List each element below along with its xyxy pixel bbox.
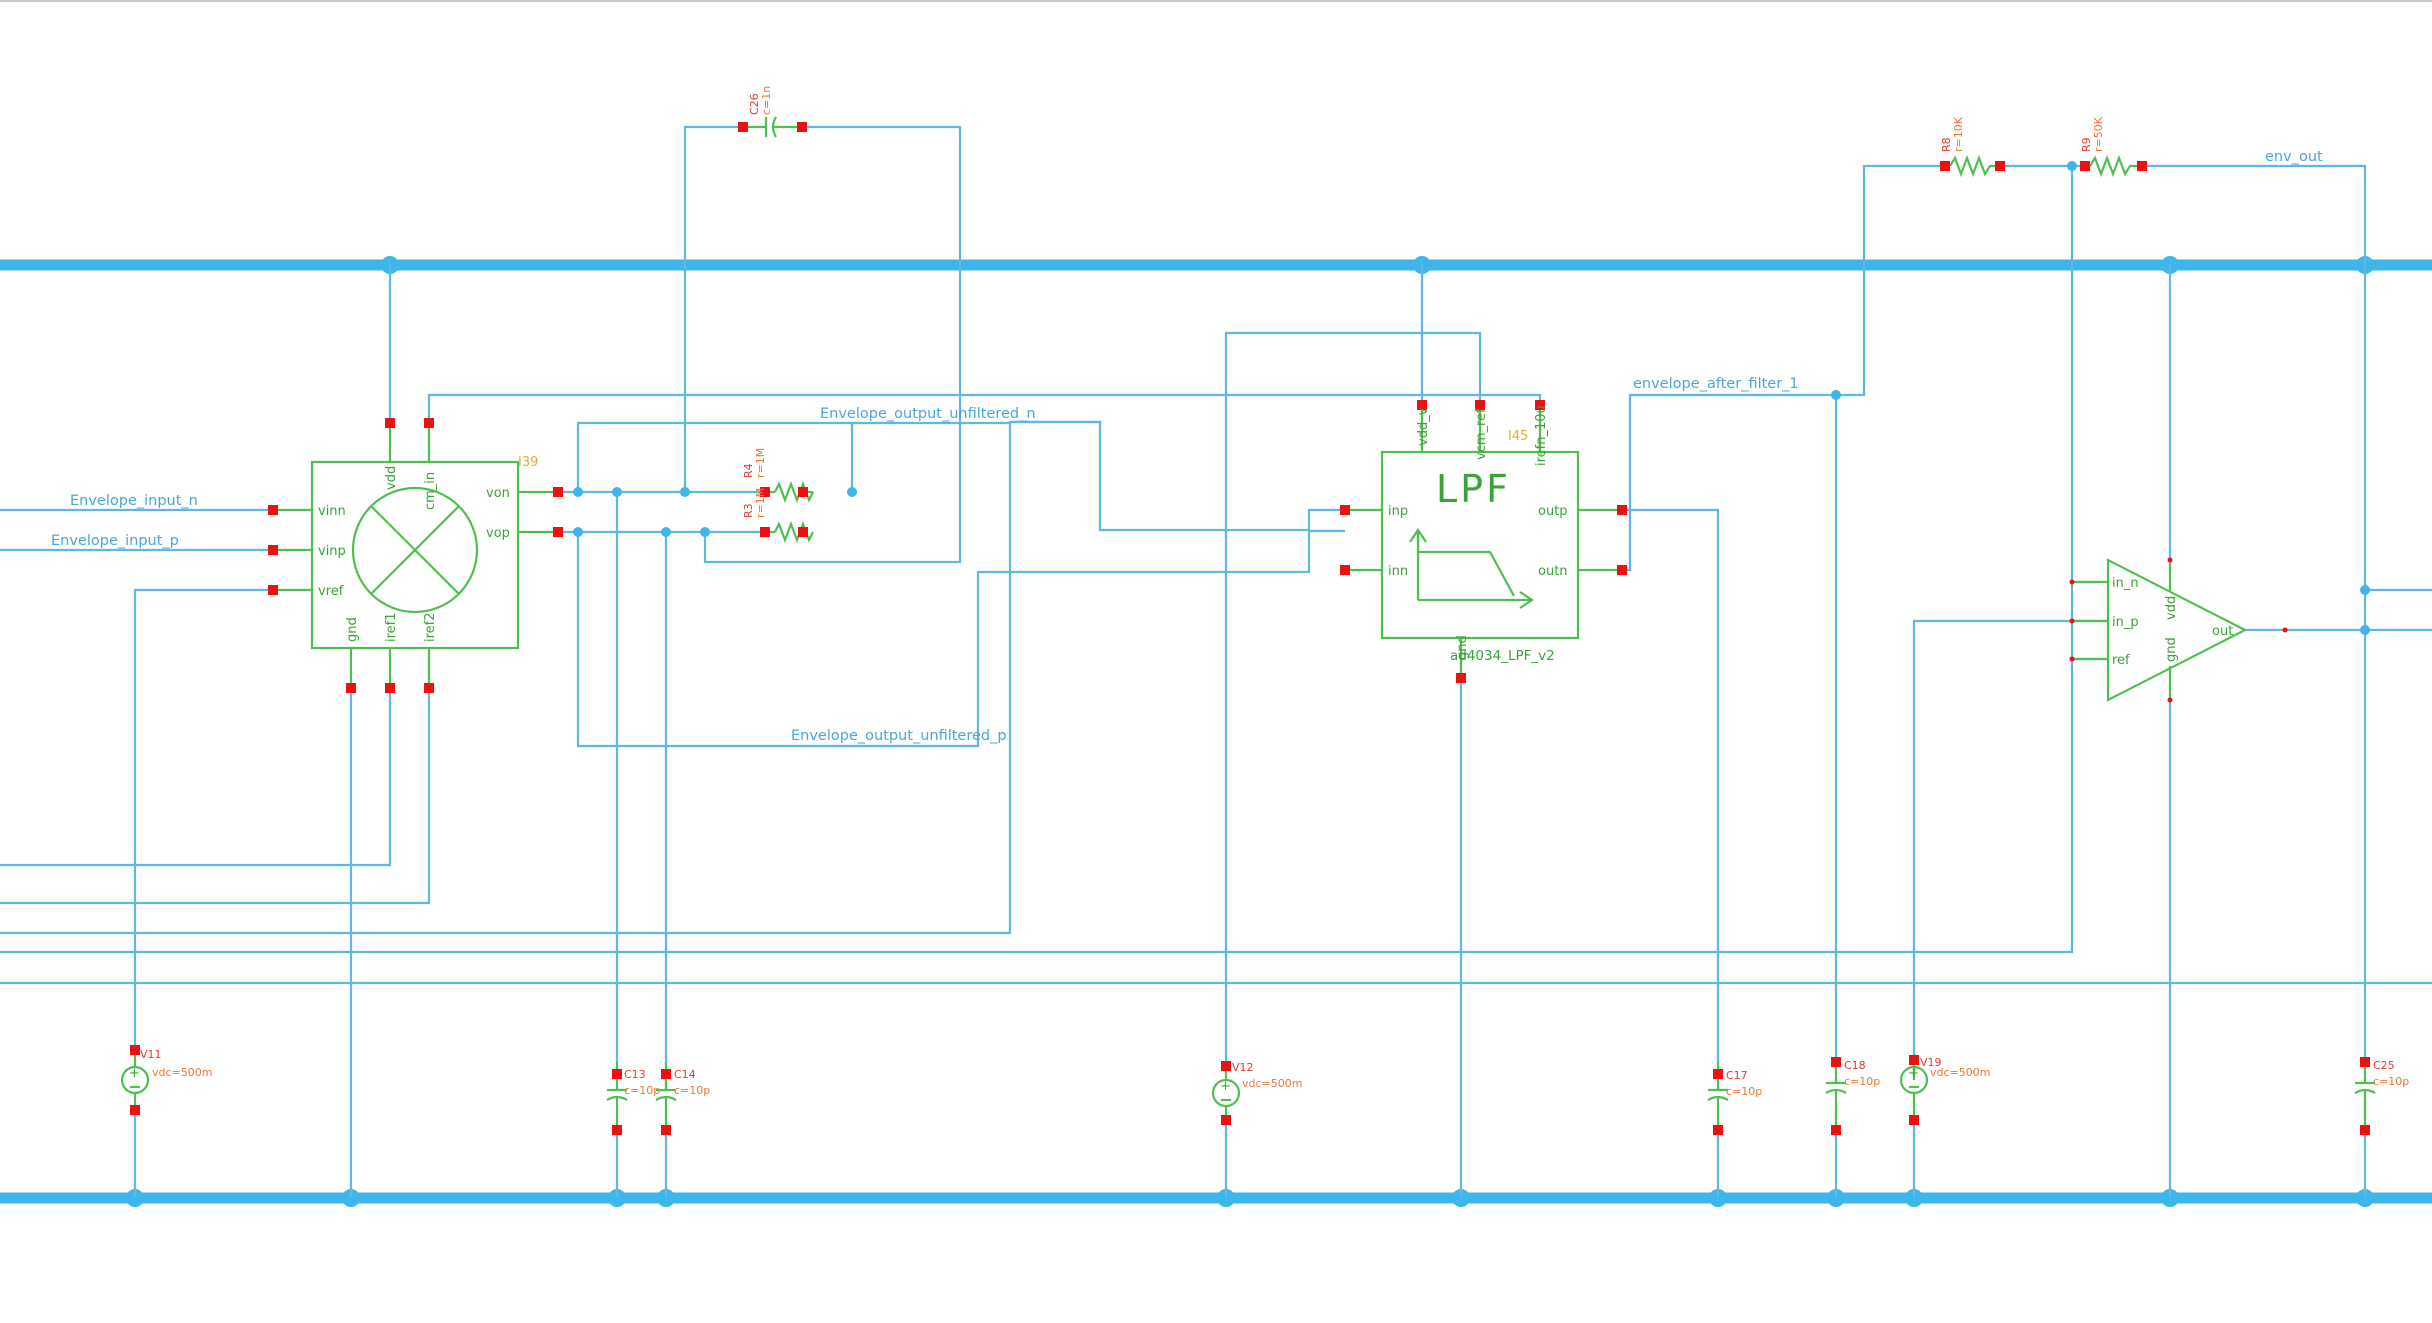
amp-pin-gnd: gnd (2164, 637, 2179, 662)
v19-name: V19 (1920, 1056, 1942, 1069)
r3-value: r=1M (754, 488, 767, 518)
amp-pin-ref: ref (2112, 653, 2130, 668)
amp-pin-in-p: in_p (2112, 615, 2139, 630)
mixer-pin-cm-in: cm_in (423, 472, 438, 510)
c13-value: c=10p (624, 1084, 660, 1097)
c26-name: C26 (748, 93, 761, 115)
lpf-pin-vcm-ref: vcm_ref (1474, 408, 1489, 460)
r8-name: R8 (1940, 137, 1953, 152)
wires[interactable] (0, 125, 2432, 1198)
ground-junctions (126, 1189, 2374, 1207)
lpf-block[interactable]: LPF I45 ad4034_LPF_v2 inp inn outp outn … (1340, 400, 1627, 683)
mixer-pin-vop: vop (486, 526, 510, 541)
net-label-unfiltered-p: Envelope_output_unfiltered_p (791, 728, 1007, 744)
mixer-pin-vref: vref (318, 584, 344, 599)
capacitor-c14[interactable]: C14 c=10p (655, 1062, 710, 1135)
c18-value: c=10p (1844, 1075, 1880, 1088)
c17-name: C17 (1726, 1069, 1748, 1082)
r4-name: R4 (742, 463, 755, 478)
c18-name: C18 (1844, 1059, 1866, 1072)
net-label-envelope-input-n: Envelope_input_n (70, 493, 198, 509)
lpf-pin-vdd-v: vdd_v (1416, 407, 1431, 446)
v19-value: vdc=500m (1930, 1066, 1990, 1079)
capacitor-c17[interactable]: C17 c=10p (1707, 1062, 1762, 1135)
r9-value: r=50K (2092, 116, 2105, 152)
mixer-pin-vinn: vinn (318, 504, 346, 519)
c25-value: c=10p (2373, 1075, 2409, 1088)
amp-pin-vdd: vdd (2164, 596, 2179, 620)
v12-value: vdc=500m (1242, 1077, 1302, 1090)
r9-name: R9 (2080, 137, 2093, 152)
lpf-pin-inn: inn (1388, 564, 1408, 579)
svg-text:+: + (1908, 1066, 1919, 1081)
mixer-pin-gnd: gnd (345, 617, 360, 642)
amp-pin-out: out (2212, 624, 2233, 639)
lpf-pin-inp: inp (1388, 504, 1408, 519)
mixer-pin-von: von (486, 486, 510, 501)
mixer-pin-vdd: vdd (384, 466, 399, 490)
mixer-pin-vinp: vinp (318, 544, 346, 559)
net-label-envelope-after-filter: envelope_after_filter_1 (1633, 376, 1799, 392)
net-label-unfiltered-n: Envelope_output_unfiltered_n (820, 406, 1036, 422)
svg-text:+: + (1220, 1079, 1231, 1094)
mixer-instance-label: I39 (518, 455, 538, 470)
lpf-cell-name: ad4034_LPF_v2 (1450, 648, 1555, 664)
capacitor-c13[interactable]: C13 c=10p (606, 1062, 660, 1135)
resistor-r3[interactable]: R3 r=1M (742, 488, 814, 544)
c14-name: C14 (674, 1068, 696, 1081)
voltage-source-v19[interactable]: + V19 vdc=500m (1899, 1055, 1990, 1125)
v11-name: V11 (140, 1048, 162, 1061)
resistor-r8[interactable]: R8 r=10K (1940, 116, 2005, 178)
v11-value: vdc=500m (152, 1066, 212, 1079)
c25-name: C25 (2373, 1059, 2395, 1072)
r4-value: r=1M (754, 448, 767, 478)
resistor-r9[interactable]: R9 r=50K (2080, 116, 2147, 178)
mixer-pin-iref2: iref2 (423, 612, 438, 642)
r8-value: r=10K (1952, 116, 1965, 152)
lpf-pin-gnd: gnd (1455, 635, 1470, 660)
c17-value: c=10p (1726, 1085, 1762, 1098)
voltage-source-v11[interactable]: + V11 vdc=500m (120, 1045, 212, 1115)
lpf-pin-outn: outn (1538, 564, 1568, 579)
capacitor-c26[interactable]: C26 c=1n (738, 86, 807, 138)
mixer-pin-iref1: iref1 (384, 612, 399, 642)
r3-name: R3 (742, 503, 755, 518)
net-label-env-out: env_out (2265, 149, 2323, 165)
net-label-envelope-input-p: Envelope_input_p (51, 533, 179, 549)
lpf-pin-irefn: irefn_10u (1534, 405, 1549, 466)
amplifier[interactable]: in_n in_p ref out vdd gnd (2069, 557, 2288, 703)
amp-pin-in-n: in_n (2112, 576, 2139, 591)
mixer-block[interactable]: I39 vinn vinp vref von vop vdd cm_in gnd… (268, 418, 563, 693)
wire-junctions (573, 161, 2370, 635)
c13-name: C13 (624, 1068, 646, 1081)
capacitor-c18[interactable]: C18 c=10p (1825, 1057, 1880, 1135)
c14-value: c=10p (674, 1084, 710, 1097)
capacitor-c25[interactable]: C25 c=10p (2354, 1057, 2409, 1135)
voltage-source-v12[interactable]: + V12 vdc=500m (1211, 1061, 1302, 1125)
svg-text:+: + (129, 1066, 140, 1081)
lpf-instance-label: I45 (1508, 429, 1528, 444)
lpf-title: LPF (1436, 467, 1511, 511)
resistor-r4[interactable]: R4 r=1M (742, 448, 814, 504)
lpf-pin-outp: outp (1538, 504, 1568, 519)
v12-name: V12 (1232, 1061, 1254, 1074)
c26-value: c=1n (760, 86, 773, 115)
